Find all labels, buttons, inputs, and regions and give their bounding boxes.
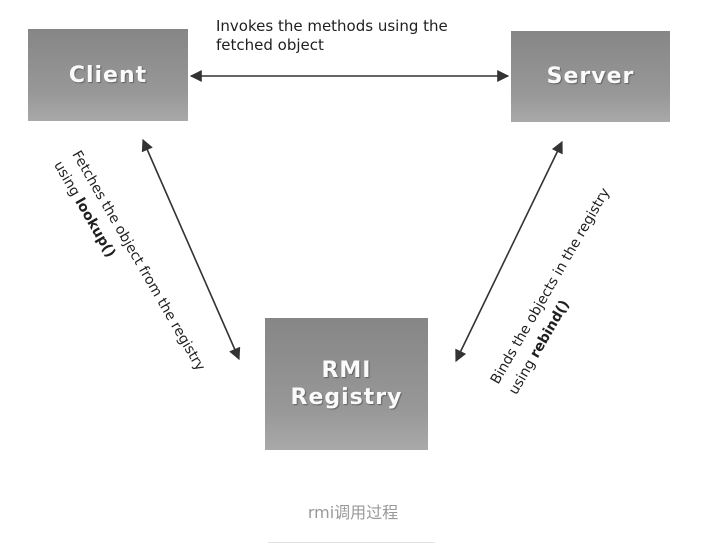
rebind-edge-label-line1: Binds the objects in the registry xyxy=(487,185,614,387)
invoke-edge-label-line2: fetched object xyxy=(216,35,324,54)
rmi-registry-node: RMI Registry xyxy=(265,318,428,450)
client-node: Client xyxy=(28,29,188,121)
lookup-edge-label: Fetches the object from the registry usi… xyxy=(48,147,210,386)
rmi-registry-label-line1: RMI xyxy=(321,357,372,383)
lookup-edge-label-line1: Fetches the object from the registry xyxy=(68,148,208,374)
server-node-label: Server xyxy=(546,64,635,89)
invoke-edge-label-line1: Invokes the methods using the xyxy=(216,17,448,35)
rebind-edge-label-line2: using rebind() xyxy=(504,195,634,399)
rmi-registry-node-label: RMI Registry xyxy=(291,357,403,412)
client-node-label: Client xyxy=(68,62,148,88)
server-node: Server xyxy=(511,31,670,122)
caption-divider-line xyxy=(268,542,435,543)
rebind-edge-label: Binds the objects in the registry using … xyxy=(486,184,634,399)
lookup-edge-label-line2: using lookup() xyxy=(48,158,192,386)
invoke-edge-label: Invokes the methods using the fetched ob… xyxy=(216,17,448,55)
rmi-registry-label-line2: Registry xyxy=(290,385,403,410)
figure-caption: rmi调用过程 xyxy=(307,503,399,522)
